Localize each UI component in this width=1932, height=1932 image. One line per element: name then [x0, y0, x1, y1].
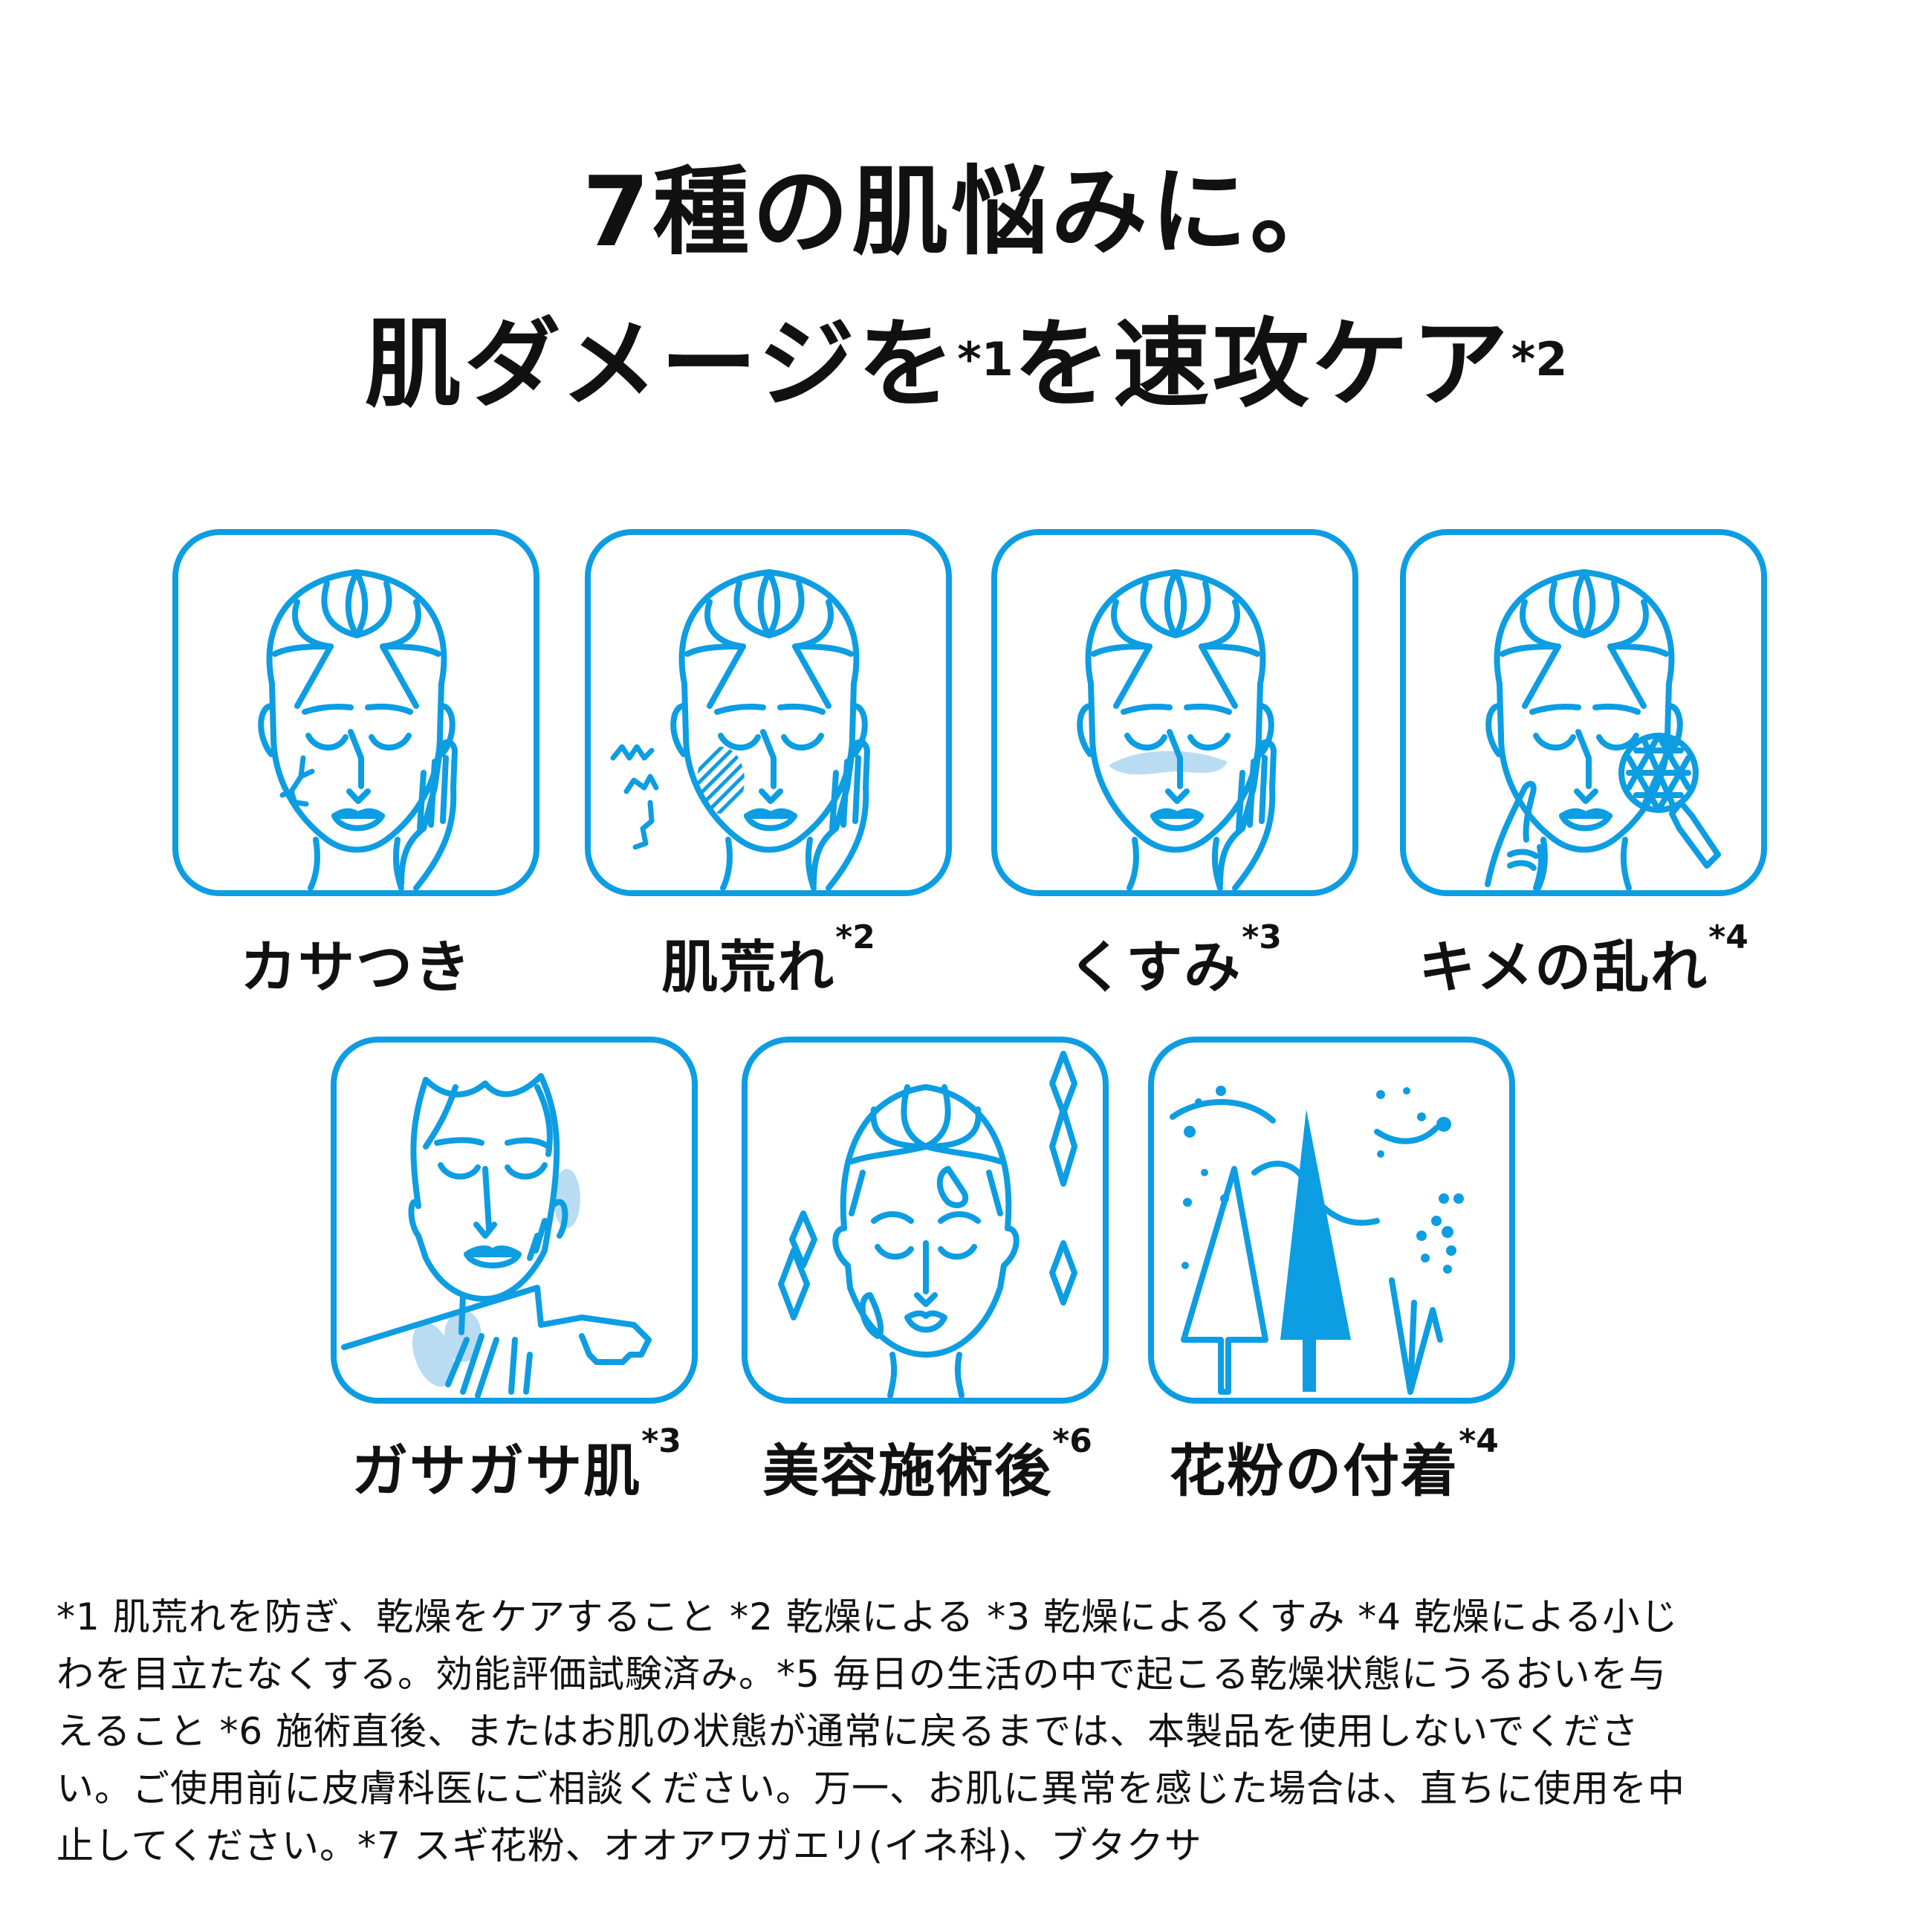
concern-card-dryness [172, 529, 539, 896]
concern-card-rough-skin [585, 529, 952, 896]
concern-card-dullness [991, 529, 1358, 896]
face-irritated-skin-icon [610, 535, 946, 890]
concern-label-texture: キメの乱れ*4 [1419, 918, 1748, 1000]
concern-card-rough-dry-skin [331, 1037, 698, 1404]
headline-text-2b: を速攻ケア [1013, 308, 1511, 421]
footnote-ref: *1 [957, 332, 1014, 386]
concern-card-pollen [1148, 1037, 1515, 1404]
footnote-line: わを目立たなくする。効能評価試験済み。*5 毎日の生活の中で起こる乾燥状態にうる… [56, 1653, 1667, 1696]
face-magnifier-texture-icon [1485, 535, 1721, 890]
face-dull-skin-icon [997, 535, 1352, 890]
footnotes: *1 肌荒れを防ぎ、乾燥をケアすること *2 乾燥による *3 乾燥によるくすみ… [56, 1589, 1884, 1875]
headline-text-2a: 肌ダメージを [364, 308, 958, 421]
concern-label-pollen: 花粉の付着*4 [1169, 1422, 1499, 1504]
headline-line-2: 肌ダメージを*1を速攻ケア*2 [0, 301, 1932, 427]
headline-text-1: 7種の肌悩みに。 [582, 155, 1350, 268]
headline-line-1: 7種の肌悩みに。 [0, 149, 1932, 275]
concern-card-post-treatment [742, 1037, 1109, 1404]
footnote-line: *1 肌荒れを防ぎ、乾燥をケアすること *2 乾燥による *3 乾燥によるくすみ… [56, 1595, 1679, 1638]
face-cracked-skin-icon [178, 535, 534, 890]
footnote-line: い。ご使用前に皮膚科医にご相談ください。万一、お肌に異常を感じた場合は、直ちに使… [56, 1767, 1685, 1810]
concern-label-dryness: カサつき [240, 934, 472, 1000]
face-sparkle-treatment-icon [778, 1051, 1077, 1398]
concern-label-dullness: くすみ*3 [1068, 918, 1282, 1000]
concern-label-rough-skin: 肌荒れ*2 [661, 918, 875, 1000]
concern-card-texture [1400, 529, 1767, 896]
footnote-ref: *2 [1511, 332, 1568, 386]
concern-label-post-treatment: 美容施術後*6 [762, 1422, 1092, 1504]
footnote-line: えること *6 施術直後、またはお肌の状態が通常に戻るまでは、本製品を使用しない… [56, 1710, 1639, 1753]
footnote-line: 止してください。*7 スギ花粉、オオアワガエリ(イネ科)、ブタクサ [56, 1824, 1202, 1867]
pollen-trees-icon [1170, 1086, 1464, 1395]
concern-label-rough-dry-skin: ガサガサ肌*3 [351, 1422, 681, 1504]
rough-skin-elbow-icon [341, 1073, 652, 1398]
